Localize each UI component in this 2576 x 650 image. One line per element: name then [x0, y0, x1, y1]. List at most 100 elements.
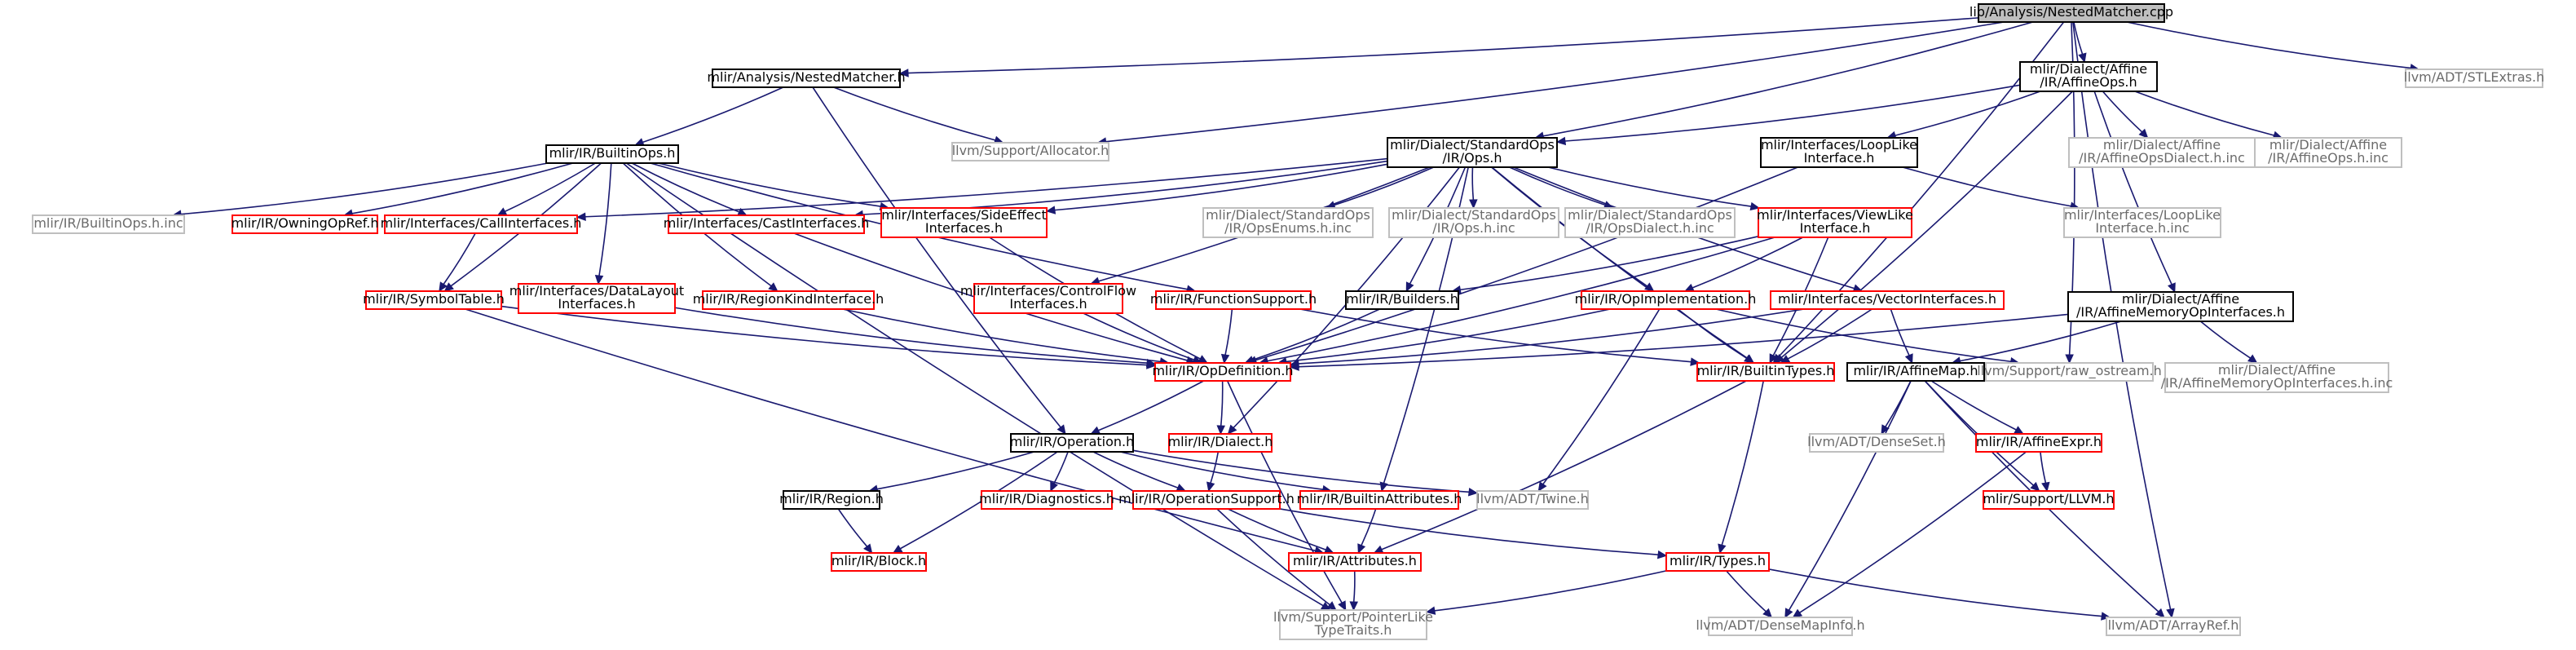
node-operation_support[interactable]: mlir/IR/OperationSupport.h	[1118, 490, 1295, 510]
edge-builtin_attributes-to-attributes	[1357, 508, 1377, 555]
arrowhead-icon	[2166, 608, 2175, 619]
node-box	[2019, 61, 2158, 92]
node-diagnostics[interactable]: mlir/IR/Diagnostics.h	[979, 490, 1114, 510]
node-operation[interactable]: mlir/IR/Operation.h	[1010, 433, 1135, 453]
node-box	[1155, 290, 1312, 310]
edge-line	[1054, 163, 1388, 211]
edge-affine_map-to-dense_map_info	[1784, 380, 1912, 619]
node-builtin_attributes[interactable]: mlir/IR/BuiltinAttributes.h	[1297, 490, 1462, 510]
edge-affine_ops-to-builtin_types	[1775, 91, 2073, 364]
node-builtin_ops_inc: mlir/IR/BuiltinOps.h.inc	[32, 214, 185, 234]
edge-op_implementation-to-builtin_types	[1677, 308, 1754, 364]
arrowhead-icon	[439, 281, 448, 293]
node-builtin_types[interactable]: mlir/IR/BuiltinTypes.h	[1696, 362, 1835, 382]
node-affine_ops[interactable]: mlir/Dialect/Affine/IR/AffineOps.h	[2019, 61, 2158, 92]
arrowhead-icon	[2030, 481, 2040, 492]
node-analysis_nm[interactable]: mlir/Analysis/NestedMatcher.h	[707, 69, 906, 88]
edge-line	[642, 86, 784, 144]
arrowhead-icon	[1145, 358, 1157, 368]
edge-line	[501, 305, 1148, 366]
node-affine_expr[interactable]: mlir/IR/AffineExpr.h	[1975, 433, 2102, 453]
node-types[interactable]: mlir/IR/Types.h	[1665, 552, 1770, 572]
node-stlextras: llvm/ADT/STLExtras.h	[2404, 69, 2544, 88]
node-call_interfaces[interactable]: mlir/Interfaces/CallInterfaces.h	[381, 214, 582, 234]
edge-line	[1768, 568, 2102, 617]
node-label: mlir/Dialect/StandardOps	[1392, 207, 1556, 223]
edge-analysis_nm-to-builtin_ops	[634, 86, 784, 147]
node-builders[interactable]: mlir/IR/Builders.h	[1345, 290, 1459, 310]
edge-root-to-allocator	[1096, 21, 2005, 146]
node-op_implementation[interactable]: mlir/IR/OpImplementation.h	[1575, 290, 1757, 310]
edge-line	[1788, 380, 1912, 611]
node-owning_op_ref[interactable]: mlir/IR/OwningOpRef.h	[232, 214, 379, 234]
arrowhead-icon	[1050, 481, 1058, 493]
arrowhead-icon	[898, 69, 909, 77]
node-label: mlir/IR/OpImplementation.h	[1575, 291, 1757, 307]
node-label: mlir/Interfaces/DataLayout	[509, 283, 684, 298]
node-affine_mem_op[interactable]: mlir/Dialect/Affine/IR/AffineMemoryOpInt…	[2067, 291, 2294, 322]
node-label: mlir/Dialect/StandardOps	[1206, 207, 1370, 223]
edge-line	[1053, 451, 1069, 484]
edge-line	[2093, 91, 2172, 285]
node-box	[831, 552, 927, 572]
arrowhead-icon	[2078, 52, 2087, 64]
node-std_ops_inc: mlir/Dialect/StandardOps/IR/Ops.h.inc	[1388, 207, 1559, 238]
node-attributes[interactable]: mlir/IR/Attributes.h	[1288, 552, 1422, 572]
node-label: mlir/IR/BuiltinAttributes.h	[1297, 491, 1462, 506]
node-box	[1132, 490, 1281, 510]
node-std_ops[interactable]: mlir/Dialect/StandardOps/IR/Ops.h	[1387, 137, 1558, 168]
node-label: /IR/AffineMemoryOpInterfaces.h	[2076, 304, 2285, 320]
node-box	[1010, 433, 1134, 453]
node-label: Interfaces.h	[925, 220, 1003, 236]
node-block[interactable]: mlir/IR/Block.h	[831, 552, 927, 572]
node-support_llvm[interactable]: mlir/Support/LLVM.h	[1983, 490, 2115, 510]
edge-root-to-stlextras	[2126, 21, 2420, 73]
node-root[interactable]: lib/Analysis/NestedMatcher.cpp	[1969, 3, 2173, 23]
node-box	[981, 490, 1113, 510]
edge-line	[899, 451, 1058, 550]
node-twine: llvm/ADT/Twine.h	[1476, 490, 1589, 510]
edge-operation-to-diagnostics	[1050, 451, 1069, 493]
edge-line	[443, 232, 476, 285]
node-affine_map[interactable]: mlir/IR/AffineMap.h	[1846, 362, 1985, 382]
node-region_kind[interactable]: mlir/IR/RegionKindInterface.h	[693, 290, 884, 310]
node-affine_ops_inc: mlir/Dialect/Affine/IR/AffineOps.h.inc	[2254, 137, 2402, 168]
node-label: mlir/Interfaces/CastInterfaces.h	[664, 215, 870, 231]
node-label: mlir/Dialect/StandardOps	[1390, 137, 1555, 153]
edge-types-to-dense_map_info	[1726, 570, 1773, 618]
node-box	[2164, 362, 2389, 393]
node-function_support[interactable]: mlir/IR/FunctionSupport.h	[1150, 290, 1317, 310]
edge-operation_support-to-types	[1279, 508, 1668, 559]
node-allocator: llvm/Support/Allocator.h	[951, 142, 1109, 161]
arrowhead-icon	[1289, 362, 1299, 371]
node-region[interactable]: mlir/IR/Region.h	[779, 490, 884, 510]
node-dialect[interactable]: mlir/IR/Dialect.h	[1168, 433, 1273, 453]
edge-types-to-array_ref	[1768, 568, 2111, 621]
arrowhead-icon	[1718, 543, 1727, 555]
edge-line	[1564, 84, 2021, 142]
edge-line	[598, 162, 612, 276]
node-label: /IR/AffineMemoryOpInterfaces.h.inc	[2161, 375, 2393, 391]
arrowhead-icon	[1090, 426, 1101, 435]
node-op_definition[interactable]: mlir/IR/OpDefinition.h	[1152, 362, 1294, 382]
arrowhead-icon	[1904, 353, 1913, 365]
edge-line	[1542, 21, 2033, 137]
node-box	[1983, 490, 2115, 510]
node-label: mlir/IR/SymbolTable.h	[363, 291, 505, 307]
edge-line	[1434, 570, 1667, 612]
node-cast_interfaces[interactable]: mlir/Interfaces/CastInterfaces.h	[664, 214, 870, 234]
node-label: mlir/Analysis/NestedMatcher.h	[707, 69, 905, 85]
edge-operation-to-region	[868, 451, 1034, 493]
arrowhead-icon	[1357, 543, 1366, 555]
edge-line	[1210, 451, 1220, 484]
node-box	[2254, 137, 2402, 168]
node-vector_interfaces[interactable]: mlir/Interfaces/VectorInterfaces.h	[1770, 290, 2005, 310]
node-label: mlir/IR/Diagnostics.h	[979, 491, 1114, 506]
node-builtin_ops[interactable]: mlir/IR/BuiltinOps.h	[545, 144, 679, 164]
node-symbol_table[interactable]: mlir/IR/SymbolTable.h	[363, 290, 505, 310]
